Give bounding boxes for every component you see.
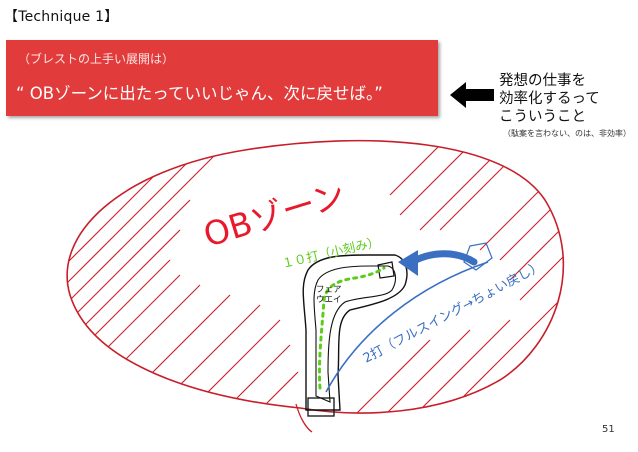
banner-quote: “ OBゾーンに出たっていいじゃん、次に戻せば。” <box>16 84 383 103</box>
page-number: 51 <box>602 424 615 435</box>
side-note-line: 発想の仕事を <box>499 73 586 89</box>
two-shot-label: 2打（フルスイング→ちょい戻し） <box>361 259 546 367</box>
return-arrow <box>408 250 478 266</box>
fairway-label: ウエイ <box>316 295 342 305</box>
side-note-line: こういうこと <box>499 109 586 125</box>
side-note: 発想の仕事を 効率化するって こういうこと <box>499 72 600 126</box>
side-note-small: （駄案を言わない、のは、非効率） <box>503 129 631 138</box>
ten-shot-path <box>317 266 386 390</box>
technique-title: 【Technique 1】 <box>4 9 119 25</box>
fairway-outline <box>302 254 408 411</box>
quote-banner: （ブレストの上手い展開は） “ OBゾーンに出たっていいじゃん、次に戻せば。” <box>6 40 438 116</box>
side-note-line: 効率化するって <box>499 91 600 107</box>
ten-shot-label: １０打（小刻み） <box>280 234 381 271</box>
ob-zone-label: OBゾーン <box>199 175 350 255</box>
fairway-label: フェア <box>316 285 342 295</box>
two-shot-arc <box>325 261 489 393</box>
banner-subtitle: （ブレストの上手い展開は） <box>18 52 175 66</box>
left-arrow-icon <box>450 82 494 108</box>
ob-zone-outline <box>66 139 565 414</box>
